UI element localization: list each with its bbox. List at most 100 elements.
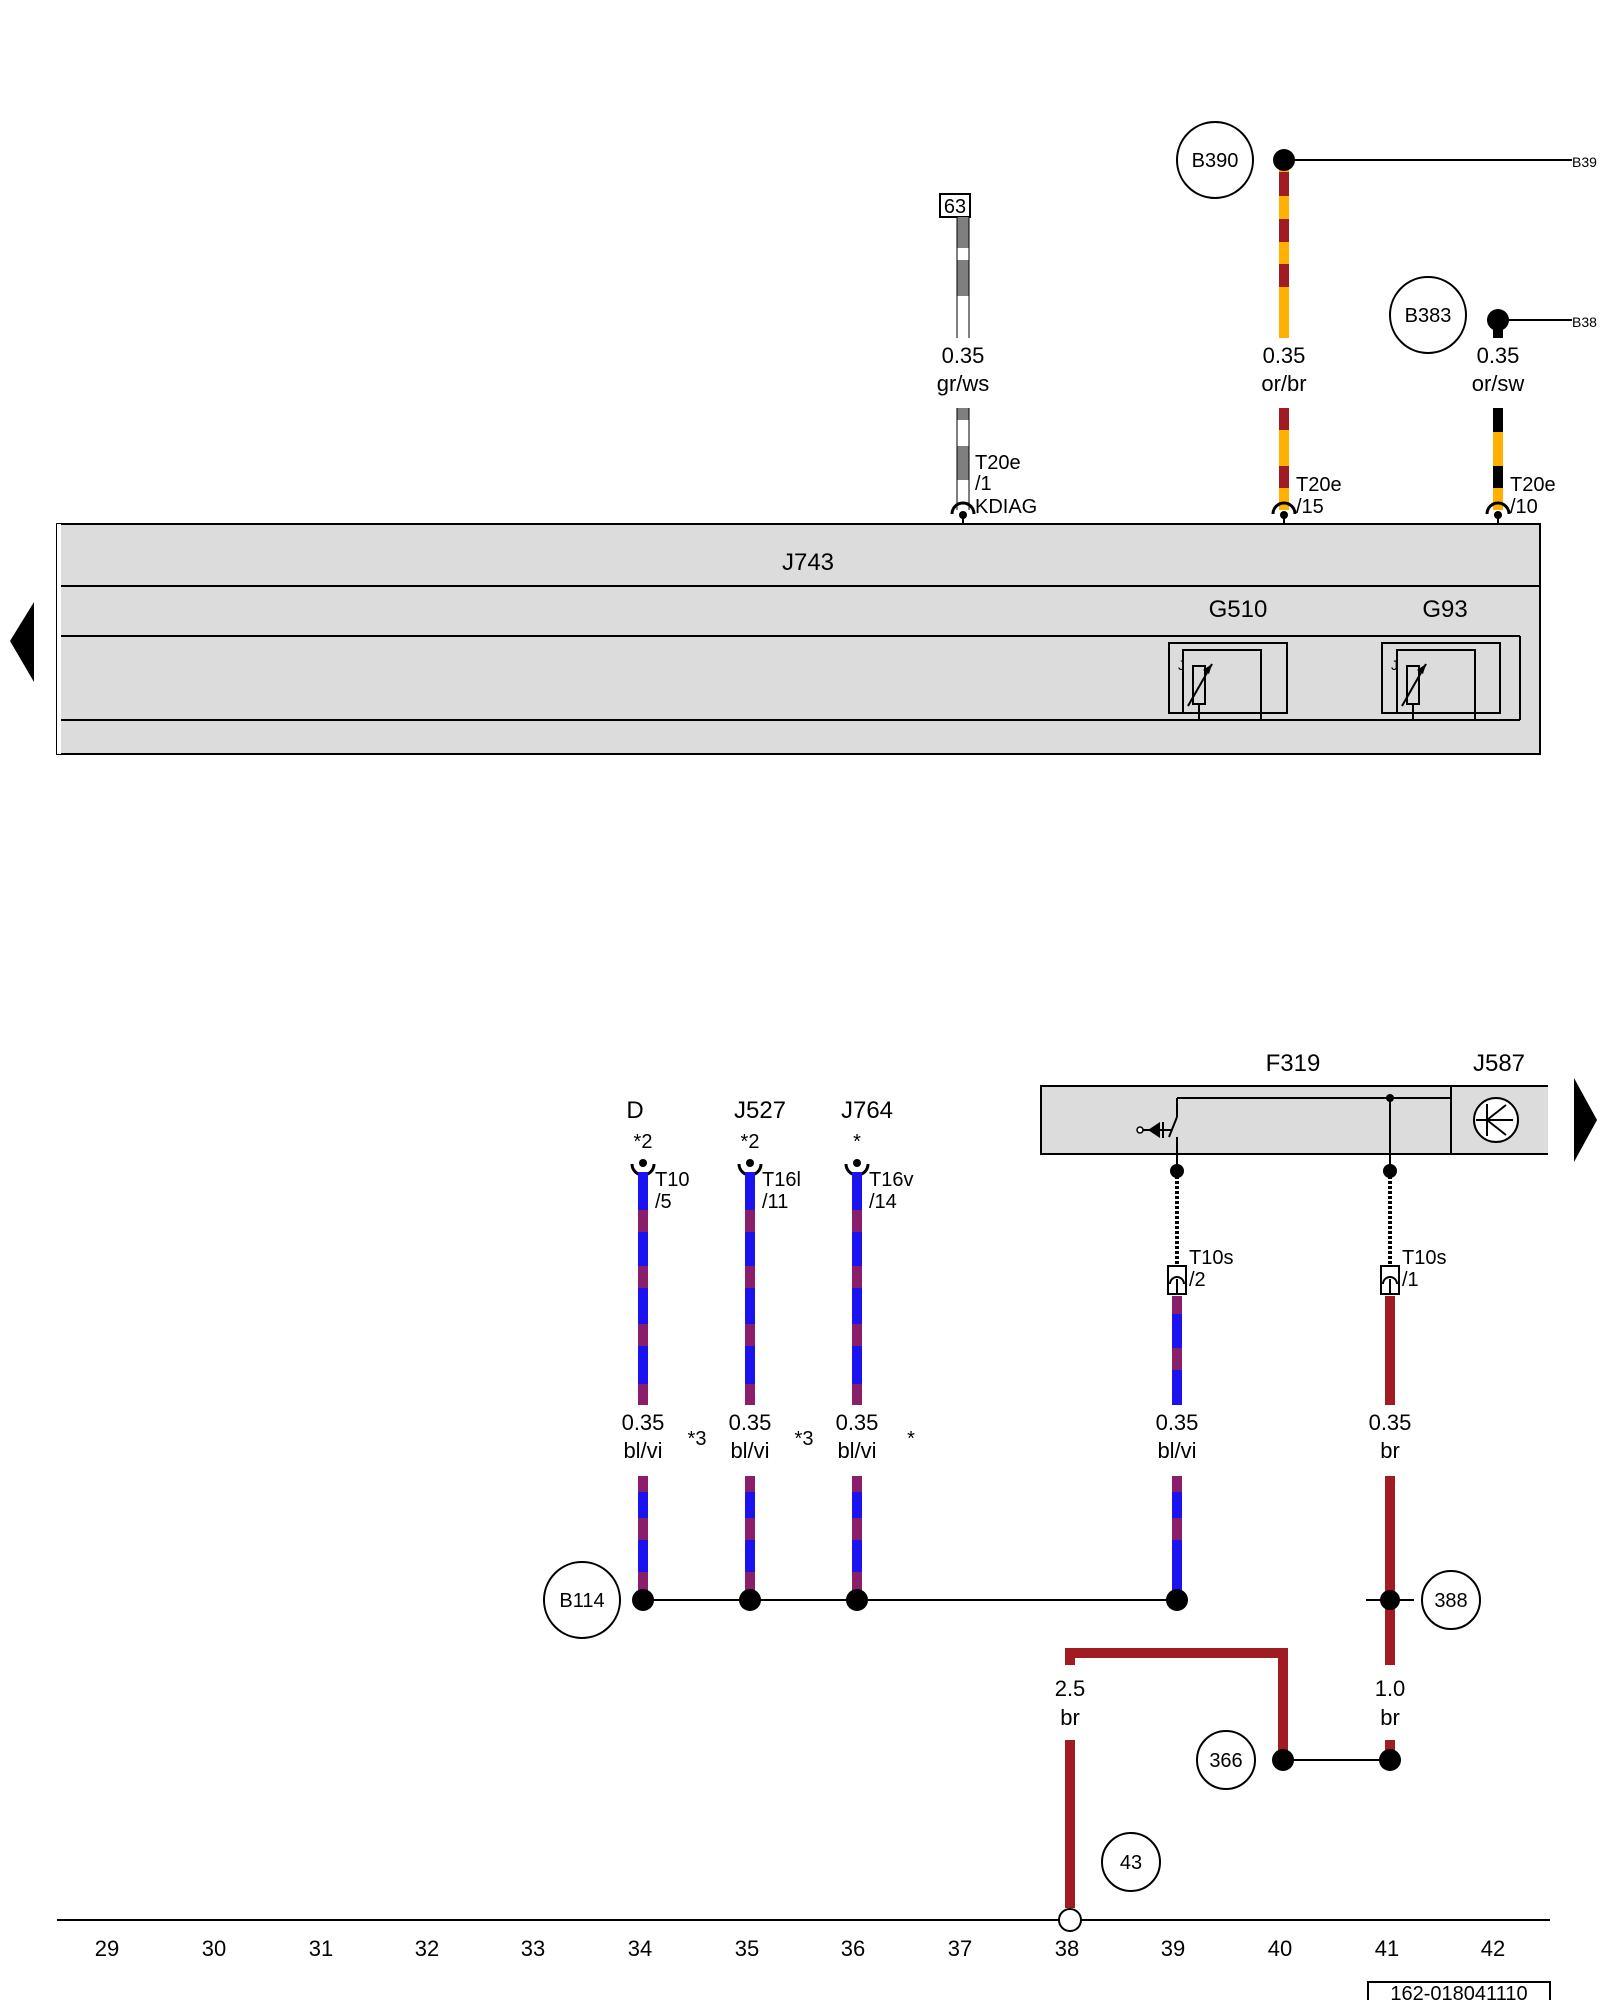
wire-1-0-color: br <box>1380 1705 1400 1730</box>
wire-gr-ws-tag: 63 <box>944 196 966 218</box>
wire-gr-ws-color: gr/ws <box>937 371 990 396</box>
track-number: 42 <box>1481 1936 1505 1961</box>
wire-gr-ws-pin: /1 <box>975 473 992 495</box>
wire-gr-ws-connector: T20e <box>975 452 1021 474</box>
wire-d-note: *3 <box>688 1428 707 1450</box>
module-j743: J743 <box>56 523 1541 755</box>
track-number: 30 <box>202 1936 226 1961</box>
ground-wire-size: 2.5 <box>1055 1676 1086 1701</box>
doc-id-label: 162-018041110 <box>1390 1983 1527 2000</box>
wire-gr-ws-size: 0.35 <box>942 343 985 368</box>
wire-j527-pin: /11 <box>762 1191 788 1213</box>
module-j743-label: J743 <box>782 549 834 576</box>
wire-j587-connector: T10s <box>1402 1247 1446 1269</box>
wire-f319-pin: /2 <box>1189 1269 1206 1291</box>
component-j764-label: J764 <box>841 1097 893 1124</box>
component-d-star: *2 <box>634 1131 653 1153</box>
wire-gr-ws[interactable]: 63 0.35 gr/ws T20e /1 KDIAG <box>937 193 1038 524</box>
wire-j587-pin: /1 <box>1402 1269 1419 1291</box>
node-388-label: 388 <box>1434 1590 1467 1612</box>
next-page-arrow-icon[interactable] <box>1574 1078 1597 1162</box>
module-f319-j587: F319 J587 <box>1040 1050 1554 1170</box>
track-number: 34 <box>628 1936 652 1961</box>
wire-j764-connector: T16v <box>869 1169 913 1191</box>
track-number: 32 <box>415 1936 439 1961</box>
wire-or-br-size: 0.35 <box>1263 343 1306 368</box>
wire-d-connector: T10 <box>655 1169 689 1191</box>
node-366: 366 <box>1196 1730 1256 1790</box>
track-number: 29 <box>95 1936 119 1961</box>
track-number: 36 <box>841 1936 865 1961</box>
prev-page-arrow-icon[interactable] <box>10 602 34 682</box>
sensor-g510: G510 J <box>1168 596 1288 720</box>
wire-or-sw-pin: /10 <box>1510 496 1538 518</box>
splice-b114: B114 <box>543 1561 1188 1639</box>
wire-d-size: 0.35 <box>622 1410 665 1435</box>
node-43: 43 <box>1101 1832 1161 1892</box>
wire-j587-color: br <box>1380 1438 1400 1463</box>
wire-or-br-pin: /15 <box>1296 496 1324 518</box>
switch-f319-label: F319 <box>1266 1050 1321 1077</box>
track-number: 37 <box>948 1936 972 1961</box>
wire-f319-connector: T10s <box>1189 1247 1233 1269</box>
component-j527-star: *2 <box>741 1131 760 1153</box>
wire-j587-br[interactable]: T10s /1 0.35 br <box>1369 1164 1447 1665</box>
sensor-g93-label: G93 <box>1422 596 1467 623</box>
wire-or-sw[interactable]: B383 B38 0.35 or/sw T20e /10 <box>1389 276 1597 524</box>
component-j764-star: * <box>853 1131 861 1153</box>
wire-1-0-br[interactable]: 1.0 br <box>1375 1676 1406 1760</box>
wire-or-sw-size: 0.35 <box>1477 343 1520 368</box>
wire-j527-note: *3 <box>795 1428 814 1450</box>
component-j527-label: J527 <box>734 1097 786 1124</box>
wire-j764-note: * <box>907 1428 915 1450</box>
node-43-label: 43 <box>1120 1852 1142 1874</box>
track-number: 31 <box>309 1936 333 1961</box>
doc-id: 162-018041110 <box>1367 1981 1551 2000</box>
track-number: 39 <box>1161 1936 1185 1961</box>
svg-text:J: J <box>1391 657 1398 673</box>
wire-gr-ws-pin-name: KDIAG <box>975 496 1037 518</box>
node-b383-label: B383 <box>1405 305 1452 327</box>
track-number: 41 <box>1375 1936 1399 1961</box>
wire-or-sw-color: or/sw <box>1472 371 1525 396</box>
wire-j764-pin: /14 <box>869 1191 897 1213</box>
node-b390-label: B390 <box>1192 150 1239 172</box>
wire-j587-size: 0.35 <box>1369 1410 1412 1435</box>
splice-b114-label: B114 <box>559 1590 604 1612</box>
component-d-label: D <box>626 1097 643 1124</box>
node-366-label: 366 <box>1209 1750 1242 1772</box>
wire-j527-bl-vi[interactable]: J527 *2 T16l /11 0.35 bl/vi *3 <box>729 1097 814 1600</box>
wire-or-br-connector: T20e <box>1296 474 1342 496</box>
ground-rail <box>57 1908 1550 1932</box>
wire-or-sw-connector: T20e <box>1510 474 1556 496</box>
track-number: 35 <box>735 1936 759 1961</box>
wire-or-br[interactable]: B390 B39 0.35 or/br T20e /15 <box>1176 121 1597 524</box>
wire-1-0-size: 1.0 <box>1375 1676 1406 1701</box>
track-numbers: 29 30 31 32 33 34 35 36 37 38 39 40 41 4… <box>95 1936 1505 1961</box>
wire-d-bl-vi[interactable]: D *2 T10 /5 0.35 bl/vi *3 <box>622 1097 707 1600</box>
wire-j527-color: bl/vi <box>730 1438 769 1463</box>
wire-j764-color: bl/vi <box>837 1438 876 1463</box>
wire-or-br-color: or/br <box>1261 371 1306 396</box>
wire-j527-connector: T16l <box>762 1169 801 1191</box>
node-388: 388 <box>1366 1570 1481 1630</box>
ground-wire-2-5-br[interactable]: 2.5 br <box>1055 1648 1401 1908</box>
svg-text:J: J <box>1178 657 1185 673</box>
wire-d-pin: /5 <box>655 1191 672 1213</box>
wire-j764-bl-vi[interactable]: J764 * T16v /14 0.35 bl/vi * <box>836 1097 916 1600</box>
wire-f319-color: bl/vi <box>1157 1438 1196 1463</box>
wire-j764-size: 0.35 <box>836 1410 879 1435</box>
track-number: 33 <box>521 1936 545 1961</box>
track-number: 38 <box>1055 1936 1079 1961</box>
ground-wire-color: br <box>1060 1705 1080 1730</box>
ref-b39-label: B39 <box>1572 154 1597 170</box>
ref-b38-label: B38 <box>1572 314 1597 330</box>
wire-f319-bl-vi[interactable]: T10s /2 0.35 bl/vi <box>1156 1164 1234 1600</box>
wire-f319-size: 0.35 <box>1156 1410 1199 1435</box>
sensor-g93: G93 J <box>1381 596 1501 720</box>
wire-j527-size: 0.35 <box>729 1410 772 1435</box>
wire-d-color: bl/vi <box>623 1438 662 1463</box>
relay-j587-label: J587 <box>1473 1050 1525 1077</box>
sensor-g510-label: G510 <box>1209 596 1268 623</box>
